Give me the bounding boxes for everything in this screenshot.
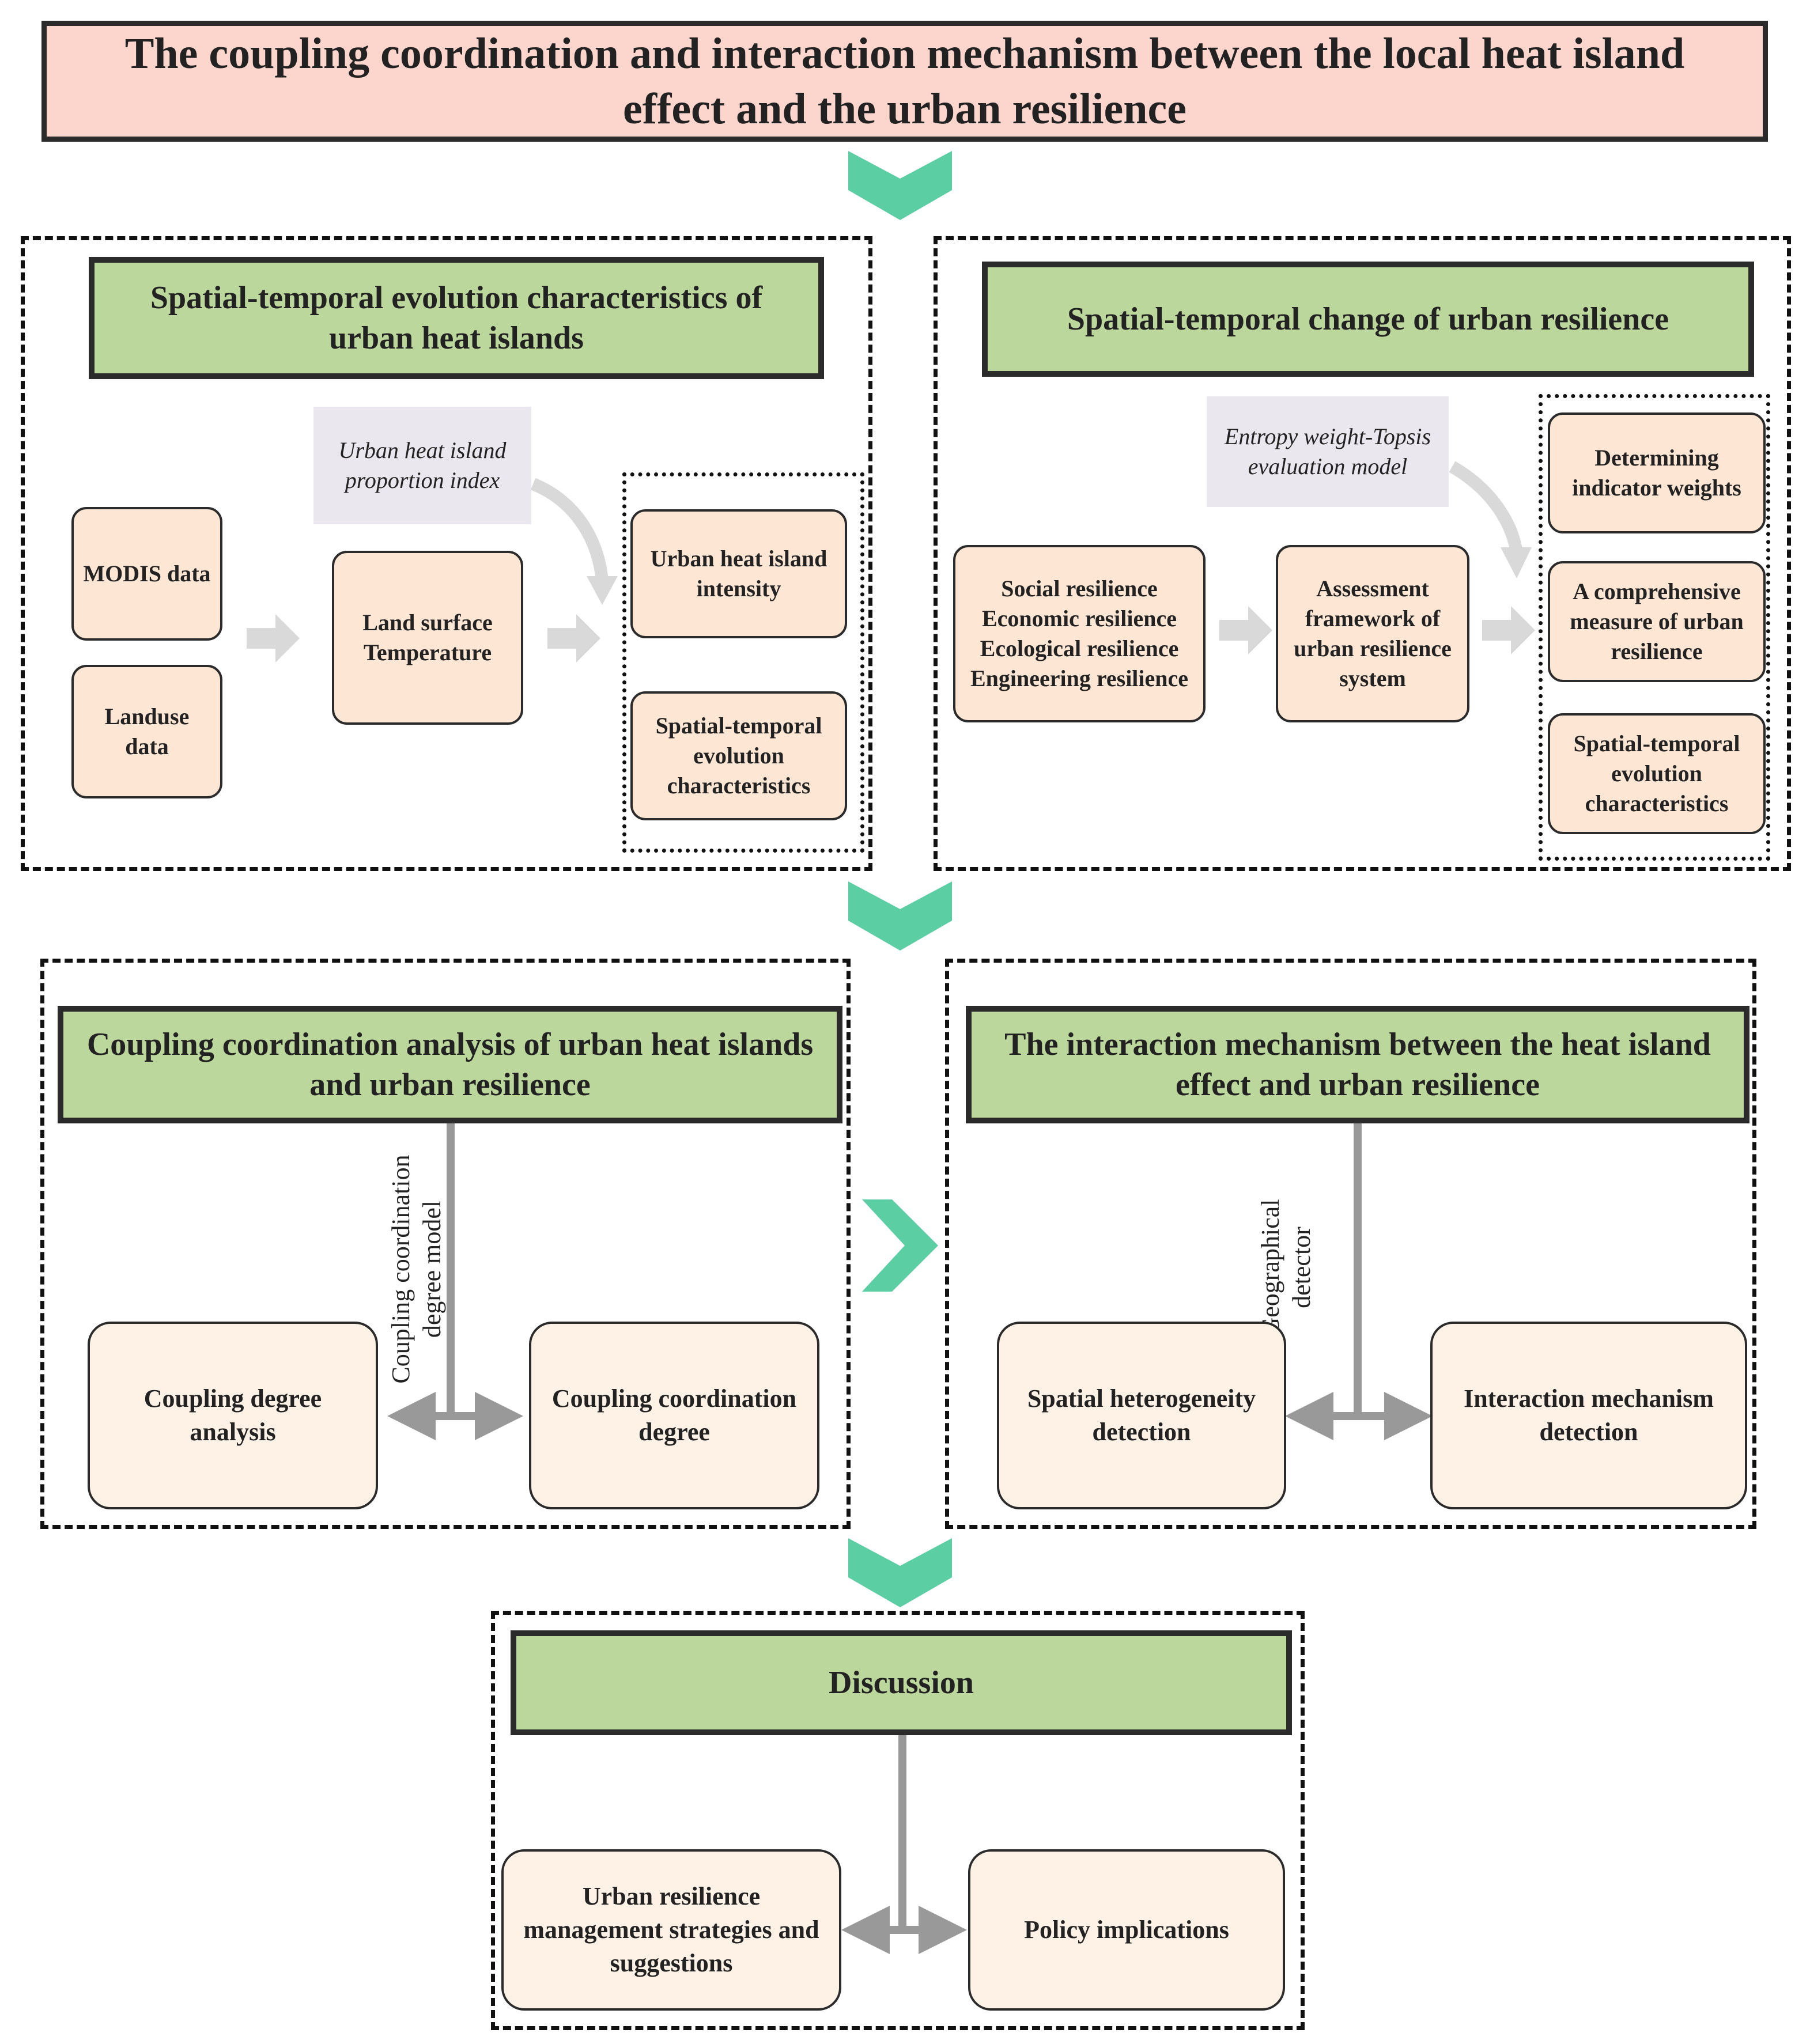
arrow-right-icon: [1219, 606, 1272, 654]
chevron-right-icon: [862, 1199, 938, 1292]
arrow-right-icon: [1482, 606, 1535, 654]
resilience-header: Spatial-temporal change of urban resilie…: [982, 262, 1754, 377]
coupling-header: Coupling coordination analysis of urban …: [58, 1006, 842, 1123]
resilience-outputs-group: [1539, 394, 1770, 861]
arrow-right-icon: [547, 614, 600, 663]
lst-node: Land surface Temperature: [332, 551, 523, 725]
assessment-framework-node: Assessment framework of urban resilience…: [1276, 545, 1469, 722]
resilience-method-text: Entropy weight-Topsis evaluation model: [1224, 423, 1431, 479]
heat-island-header-text: Spatial-temporal evolution characteristi…: [150, 280, 763, 356]
resilience-header-text: Spatial-temporal change of urban resilie…: [1067, 301, 1669, 337]
chevron-down-icon: [848, 151, 952, 220]
spatial-heterogeneity-label: Spatial heterogeneity detection: [1027, 1384, 1256, 1446]
resilience-method-note: Entropy weight-Topsis evaluation model: [1207, 396, 1449, 507]
coupling-degree-node: Coupling degree analysis: [88, 1322, 378, 1509]
resilience-evolution-label: Spatial-temporal evolution characteristi…: [1573, 730, 1740, 816]
heat-island-method-note: Urban heat island proportion index: [313, 407, 531, 524]
coupling-header-text: Coupling coordination analysis of urban …: [86, 1027, 814, 1103]
heat-island-method-text: Urban heat island proportion index: [338, 437, 507, 493]
comprehensive-measure-node: A comprehensive measure of urban resilie…: [1548, 561, 1766, 682]
interaction-mechanism-node: Interaction mechanism detection: [1430, 1322, 1747, 1509]
policy-implications-node: Policy implications: [968, 1849, 1285, 2011]
spatial-heterogeneity-node: Spatial heterogeneity detection: [997, 1322, 1286, 1509]
indicator-weights-node: Determining indicator weights: [1548, 412, 1766, 533]
page-title-text: The coupling coordination and interactio…: [124, 29, 1685, 133]
management-strategies-label: Urban resilience management strategies a…: [523, 1882, 819, 1977]
uhi-evolution-node: Spatial-temporal evolution characteristi…: [630, 691, 847, 820]
management-strategies-node: Urban resilience management strategies a…: [501, 1849, 841, 2011]
coupling-method-label: Coupling coordination degree model: [387, 1155, 446, 1384]
policy-implications-label: Policy implications: [1024, 1916, 1229, 1944]
discussion-panel: [491, 1611, 1305, 2030]
chevron-down-icon: [848, 1538, 952, 1607]
coupling-degree-label: Coupling degree analysis: [143, 1384, 322, 1446]
curved-arrow-icon: [530, 478, 609, 582]
resilience-panel: [934, 236, 1791, 871]
curved-arrow-icon: [1449, 461, 1523, 554]
interaction-header-text: The interaction mechanism between the he…: [1004, 1027, 1711, 1103]
assessment-framework-label: Assessment framework of urban resilience…: [1294, 576, 1452, 691]
interaction-mechanism-label: Interaction mechanism detection: [1464, 1384, 1714, 1446]
chevron-down-icon: [848, 881, 952, 951]
coupling-coordination-node: Coupling coordination degree: [529, 1322, 819, 1509]
interaction-header: The interaction mechanism between the he…: [966, 1006, 1749, 1123]
comprehensive-measure-label: A comprehensive measure of urban resilie…: [1570, 578, 1744, 664]
discussion-header-text: Discussion: [828, 1665, 974, 1701]
coupling-coordination-label: Coupling coordination degree: [551, 1384, 797, 1446]
landuse-data-node: Landuse data: [71, 665, 222, 798]
arrow-head-icon: [587, 576, 618, 605]
modis-data-node: MODIS data: [71, 507, 222, 641]
modis-data-label: MODIS data: [83, 561, 211, 586]
indicator-weights-label: Determining indicator weights: [1572, 445, 1741, 501]
resilience-dimensions-label: Social resilience Economic resilience Ec…: [970, 576, 1189, 691]
discussion-header: Discussion: [511, 1630, 1292, 1735]
arrow-head-icon: [1501, 547, 1532, 578]
arrow-right-icon: [247, 614, 300, 663]
uhi-intensity-label: Urban heat island intensity: [650, 546, 827, 601]
lst-label: Land surface Temperature: [362, 610, 493, 665]
interaction-panel: [945, 959, 1756, 1529]
uhi-intensity-node: Urban heat island intensity: [630, 509, 847, 638]
page-title: The coupling coordination and interactio…: [41, 21, 1768, 142]
resilience-evolution-node: Spatial-temporal evolution characteristi…: [1548, 713, 1766, 834]
uhi-evolution-label: Spatial-temporal evolution characteristi…: [655, 713, 822, 798]
resilience-dimensions-node: Social resilience Economic resilience Ec…: [953, 545, 1206, 722]
coupling-panel: [40, 959, 851, 1529]
heat-island-outputs-group: [622, 472, 864, 853]
heat-island-panel: [21, 236, 872, 871]
heat-island-header: Spatial-temporal evolution characteristi…: [89, 257, 824, 379]
landuse-data-label: Landuse data: [104, 703, 190, 759]
